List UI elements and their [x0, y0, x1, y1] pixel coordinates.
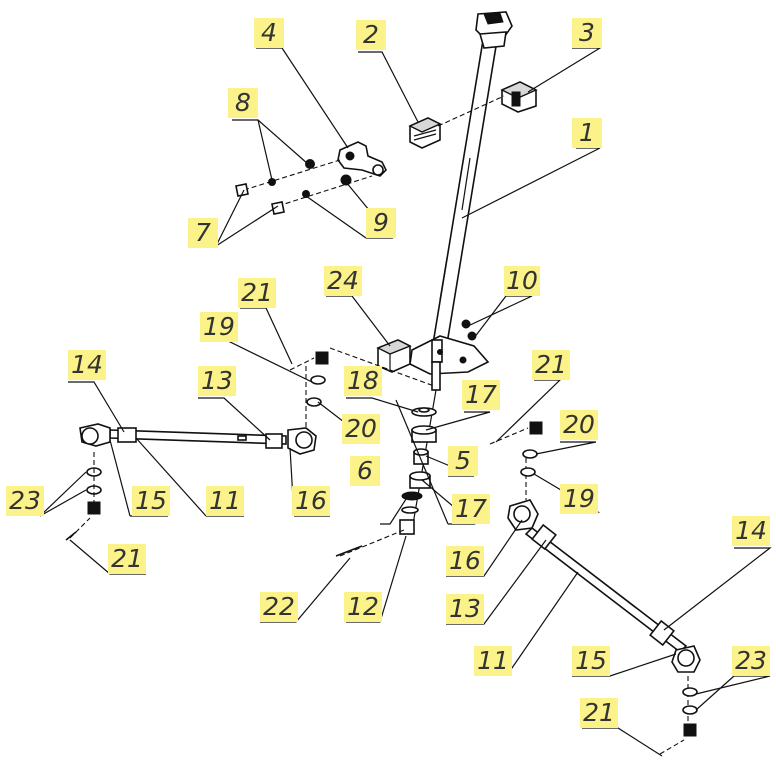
- label-21-top-left: 21: [238, 278, 276, 308]
- svg-text:17: 17: [465, 380, 497, 409]
- svg-text:24: 24: [327, 266, 359, 295]
- label-21-bottom-left: 21: [108, 544, 146, 574]
- svg-text:5: 5: [455, 446, 471, 475]
- left-tie-rod: [65, 351, 329, 541]
- svg-text:13: 13: [201, 366, 233, 395]
- label-3: 3: [572, 18, 602, 48]
- label-20-right: 20: [560, 410, 598, 440]
- clamp-2: [408, 117, 442, 149]
- svg-text:8: 8: [235, 88, 251, 117]
- label-7: 7: [188, 218, 218, 248]
- label-1: 1: [572, 118, 602, 148]
- label-6: 6: [350, 456, 380, 486]
- svg-text:9: 9: [373, 208, 389, 237]
- label-24: 24: [324, 266, 362, 296]
- svg-text:16: 16: [295, 486, 327, 515]
- label-2: 2: [356, 20, 386, 50]
- label-14-left: 14: [68, 350, 106, 380]
- label-12: 12: [344, 592, 382, 622]
- label-5: 5: [448, 446, 478, 476]
- svg-text:1: 1: [579, 118, 595, 147]
- bushing-24: [376, 339, 412, 373]
- callout-labels: 1 2 3 4 5 6 7 8 9 10 11 11 12 13 13 14 1…: [6, 18, 770, 728]
- label-17-lower: 17: [452, 494, 490, 524]
- svg-text:14: 14: [71, 350, 103, 379]
- svg-text:17: 17: [455, 494, 487, 523]
- svg-text:14: 14: [735, 516, 767, 545]
- label-8: 8: [228, 88, 258, 118]
- label-19-left: 19: [200, 312, 238, 342]
- label-21-top-right: 21: [532, 350, 570, 380]
- svg-text:21: 21: [241, 278, 273, 307]
- svg-text:7: 7: [195, 218, 211, 247]
- label-13-left: 13: [198, 366, 236, 396]
- steering-column-shaft: [429, 11, 513, 363]
- svg-text:11: 11: [209, 486, 241, 515]
- svg-text:21: 21: [111, 544, 143, 573]
- svg-text:2: 2: [363, 20, 379, 49]
- center-stack: [335, 389, 437, 557]
- label-10: 10: [504, 266, 540, 296]
- svg-text:11: 11: [477, 646, 509, 675]
- leader-lines: [39, 47, 772, 757]
- right-tie-rod: [489, 421, 701, 755]
- svg-text:6: 6: [357, 456, 373, 485]
- svg-text:21: 21: [583, 698, 615, 727]
- label-9: 9: [366, 208, 396, 238]
- svg-text:20: 20: [345, 414, 377, 443]
- label-19-right: 19: [560, 484, 598, 514]
- label-15-right: 15: [572, 646, 610, 676]
- svg-text:10: 10: [506, 266, 538, 295]
- clamp-3: [500, 81, 538, 113]
- label-11-left: 11: [206, 486, 244, 516]
- column-base-plate: [409, 335, 490, 391]
- svg-text:18: 18: [347, 366, 379, 395]
- svg-text:4: 4: [261, 18, 277, 47]
- label-13-right: 13: [446, 594, 484, 624]
- label-16-left: 16: [292, 486, 330, 516]
- fasteners-7-8-9: [235, 159, 373, 215]
- svg-text:23: 23: [9, 486, 41, 515]
- label-23-left: 23: [6, 486, 44, 516]
- svg-text:19: 19: [563, 484, 595, 513]
- label-18: 18: [344, 366, 382, 396]
- lever-bracket-4: [337, 141, 387, 177]
- label-15-left: 15: [132, 486, 170, 516]
- label-22: 22: [260, 592, 298, 622]
- label-11-right: 11: [474, 646, 512, 676]
- svg-text:15: 15: [575, 646, 607, 675]
- svg-text:15: 15: [135, 486, 167, 515]
- label-4: 4: [254, 18, 284, 48]
- label-16-right: 16: [446, 546, 484, 576]
- label-21-bottom-right: 21: [580, 698, 618, 728]
- svg-text:13: 13: [449, 594, 481, 623]
- svg-text:22: 22: [263, 592, 295, 621]
- svg-text:19: 19: [203, 312, 235, 341]
- label-23-right: 23: [732, 646, 770, 676]
- svg-text:23: 23: [735, 646, 767, 675]
- svg-text:20: 20: [563, 410, 595, 439]
- svg-text:21: 21: [535, 350, 567, 379]
- svg-text:3: 3: [579, 18, 595, 47]
- svg-text:16: 16: [449, 546, 481, 575]
- svg-text:12: 12: [347, 592, 379, 621]
- label-17-upper: 17: [462, 380, 500, 410]
- label-20-left: 20: [342, 414, 380, 444]
- label-14-right: 14: [732, 516, 770, 546]
